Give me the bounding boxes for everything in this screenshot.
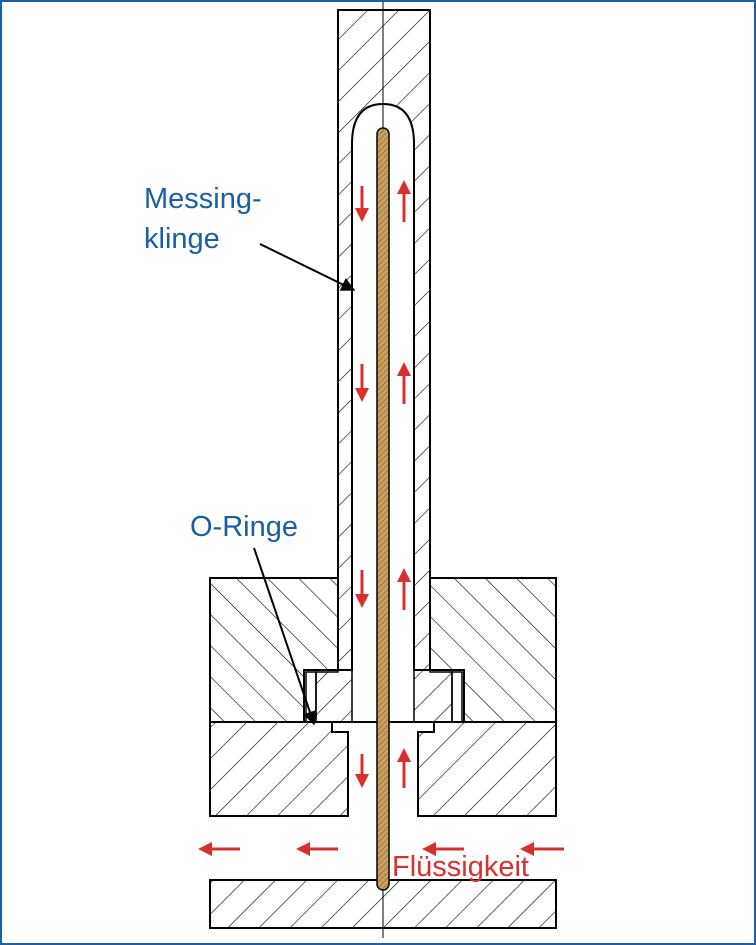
flow-arrows-left <box>198 842 564 856</box>
arrow-down-icon <box>355 186 369 222</box>
arrow-left-icon <box>422 842 464 856</box>
tube-flange-right <box>413 669 453 723</box>
tube-flange-left <box>315 669 353 723</box>
oringe-leader <box>253 547 317 726</box>
arrow-up-icon <box>397 362 411 404</box>
label-oringe: O-Ringe <box>190 511 298 543</box>
flow-arrows-up <box>397 180 411 788</box>
flow-arrows-down <box>355 186 369 788</box>
arrow-down-icon <box>355 364 369 402</box>
label-messing-line2: klinge <box>144 223 220 255</box>
messing-leader <box>259 243 356 291</box>
arrow-left-icon <box>296 842 338 856</box>
label-messing-line1: Messing- <box>144 183 262 215</box>
arrow-down-icon <box>355 570 369 608</box>
arrow-up-icon <box>397 748 411 788</box>
brass-blade <box>376 127 390 891</box>
label-fluessigkeit: Flüssigkeit <box>392 851 529 883</box>
arrow-left-icon <box>198 842 240 856</box>
arrow-up-icon <box>397 180 411 222</box>
middle-block-left <box>209 721 349 817</box>
arrow-up-icon <box>397 568 411 610</box>
arrow-left-icon <box>520 842 564 856</box>
o-ring-right <box>451 671 463 723</box>
middle-block-right <box>417 721 557 817</box>
arrow-down-icon <box>355 754 369 788</box>
